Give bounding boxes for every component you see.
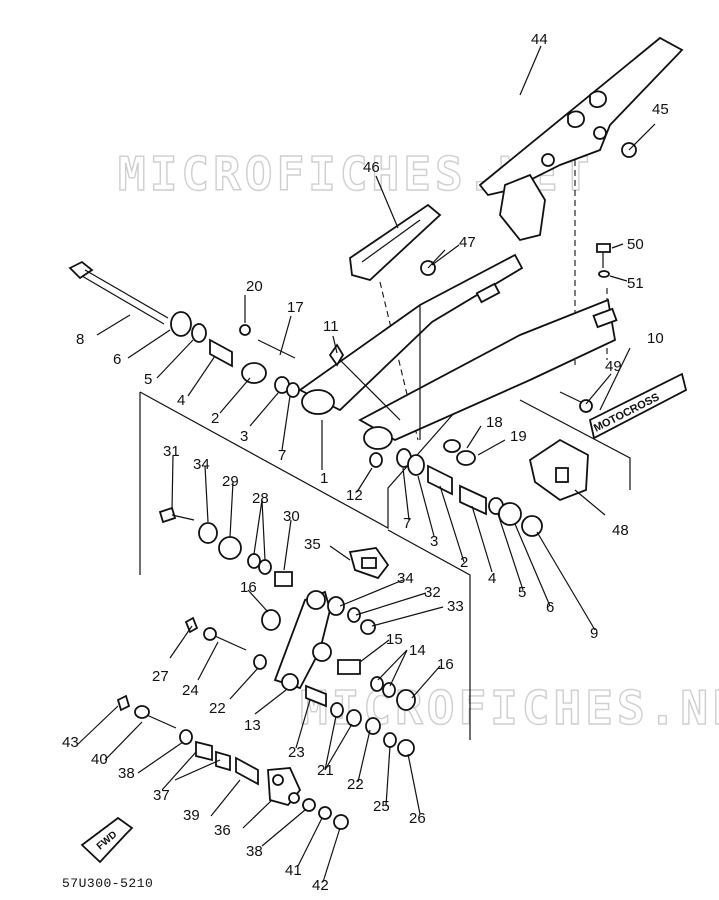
- stopper-35: [348, 547, 390, 580]
- callout-16-left: 16: [240, 579, 257, 596]
- callout-5-left: 5: [144, 371, 152, 388]
- swingarm-1: [298, 253, 618, 450]
- callout-5-right: 5: [518, 584, 526, 601]
- callout-31: 31: [163, 443, 180, 460]
- lower-linkage-parts: [116, 616, 349, 830]
- callout-13: 13: [244, 717, 261, 734]
- callout-40: 40: [91, 751, 108, 768]
- callout-51: 51: [627, 275, 644, 292]
- callout-22-right: 22: [347, 776, 364, 793]
- callout-50: 50: [627, 236, 644, 253]
- callout-22-left: 22: [209, 700, 226, 717]
- chain-slider-46: [349, 203, 446, 282]
- callout-15: 15: [386, 631, 403, 648]
- callout-1: 1: [320, 470, 328, 487]
- callout-47: 47: [459, 234, 476, 251]
- callout-45: 45: [652, 101, 669, 118]
- callout-19: 19: [510, 428, 527, 445]
- callout-7-right: 7: [403, 515, 411, 532]
- callout-18: 18: [486, 414, 503, 431]
- callout-35: 35: [304, 536, 321, 553]
- bolt-49: [559, 391, 593, 413]
- callout-24: 24: [182, 682, 199, 699]
- callout-4-right: 4: [488, 570, 496, 587]
- callout-32: 32: [424, 584, 441, 601]
- callout-38-right: 38: [246, 843, 263, 860]
- callout-21: 21: [317, 762, 334, 779]
- watermark-bottom: MICROFICHES.NET: [300, 681, 719, 735]
- bolt-50-washer-51: [596, 243, 611, 278]
- right-pivot-parts: [369, 439, 543, 537]
- callout-48: 48: [612, 522, 629, 539]
- callout-28: 28: [252, 490, 269, 507]
- callout-3-left: 3: [240, 428, 248, 445]
- callout-16-right: 16: [437, 656, 454, 673]
- callout-39: 39: [183, 807, 200, 824]
- callout-44: 44: [531, 31, 548, 48]
- right-linkage-parts: [305, 596, 416, 757]
- callout-labels: 1 2 2 3 3 4 4 5 5 6 6 7 7 8 9 10 11 12 1…: [62, 31, 669, 894]
- callout-3-right: 3: [430, 533, 438, 550]
- callout-42: 42: [312, 877, 329, 894]
- callout-46: 46: [363, 159, 380, 176]
- drawing-code: 57U300-5210: [62, 876, 154, 891]
- bolt-45: [621, 123, 656, 158]
- left-linkage-parts: [158, 506, 293, 631]
- chain-guard-44: [478, 36, 684, 242]
- callout-29: 29: [222, 473, 239, 490]
- decal-10: MOTOCROSS: [588, 372, 688, 440]
- pivot-shaft-8: [68, 260, 169, 325]
- fwd-arrow: FWD: [80, 816, 134, 864]
- callout-10: 10: [647, 330, 664, 347]
- callout-6-right: 6: [546, 599, 554, 616]
- callout-4-left: 4: [177, 392, 185, 409]
- callout-36: 36: [214, 822, 231, 839]
- left-pivot-parts: [170, 311, 345, 398]
- callout-37: 37: [153, 787, 170, 804]
- callout-11: 11: [323, 318, 339, 335]
- callout-43: 43: [62, 734, 79, 751]
- callout-26: 26: [409, 810, 426, 827]
- callout-34-left: 34: [193, 456, 210, 473]
- leader-lines: [76, 45, 631, 883]
- callout-7-left: 7: [278, 447, 286, 464]
- callout-20: 20: [246, 278, 263, 295]
- callout-25: 25: [373, 798, 390, 815]
- callout-2-left: 2: [211, 410, 219, 427]
- callout-23: 23: [288, 744, 305, 761]
- callout-9: 9: [590, 625, 598, 642]
- callout-49: 49: [605, 358, 622, 375]
- callout-14: 14: [409, 642, 426, 659]
- callout-30: 30: [283, 508, 300, 525]
- callout-2-right: 2: [460, 554, 468, 571]
- callout-8: 8: [76, 331, 84, 348]
- callout-6-left: 6: [113, 351, 121, 368]
- callout-33: 33: [447, 598, 464, 615]
- callout-27: 27: [152, 668, 169, 685]
- callout-12: 12: [346, 487, 363, 504]
- relay-arm-13: [273, 590, 332, 691]
- callout-38-left: 38: [118, 765, 135, 782]
- callout-17: 17: [287, 299, 304, 316]
- chain-guide-48: [528, 438, 589, 502]
- callout-41: 41: [285, 862, 302, 879]
- callout-34-right: 34: [397, 570, 414, 587]
